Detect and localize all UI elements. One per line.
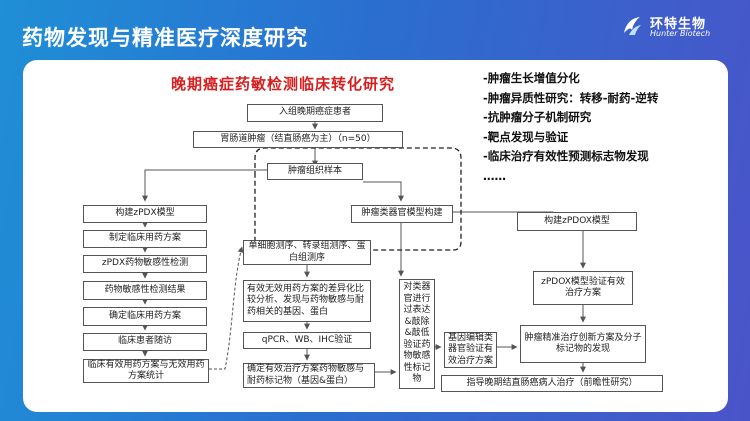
confirm-plan-box: 确定临床用药方案 xyxy=(83,307,207,326)
diagram-title: 晚期癌症药敏检测临床转化研究 xyxy=(170,75,395,93)
pdox-build-box: 构建zPDOX模型 xyxy=(517,212,637,231)
pdox-verify-box: zPDOX模型验证有效治疗方案 xyxy=(533,271,633,305)
diff-analysis-box: 有效无效用药方案的差异化比较分析、发现与药物敏感与耐药相关的基因、蛋白 xyxy=(243,280,371,322)
pdx-plan-box: 制定临床用药方案 xyxy=(83,230,207,248)
header-title: 药物发现与精准医疗深度研究 xyxy=(22,26,308,50)
pdx-build-box: 构建zPDX模型 xyxy=(83,205,207,223)
guide-box: 指导晚期结直肠癌病人治疗（前瞻性研究） xyxy=(441,375,663,392)
enroll-box: 入组晚期癌症患者 xyxy=(247,104,383,122)
logo-en-text: Hunter Biotech xyxy=(650,29,711,38)
logo-cn-text: 环特生物 xyxy=(650,17,707,32)
tissue-sample-box: 肿瘤组织样本 xyxy=(267,163,363,180)
content-card: 晚期癌症药敏检测临床转化研究 -肿瘤生长增值分化 -肿瘤异质性研究：转移-耐药-… xyxy=(23,60,728,412)
new-plan-box: 肿瘤精准治疗创新方案及分子标记物的发现 xyxy=(520,325,646,363)
hunter-logo-icon xyxy=(624,17,641,35)
organoid-build-box: 肿瘤类器官模型构建 xyxy=(351,205,453,223)
followup-box: 临床患者随访 xyxy=(83,333,207,351)
dashed-group-border xyxy=(254,147,462,251)
bullet-item: -靶点发现与验证 xyxy=(483,129,569,144)
bullet-item: -肿瘤异质性研究：转移-耐药-逆转 xyxy=(483,90,659,105)
gi-tumor-box: 胃肠道肿瘤（结直肠癌为主）（n=50） xyxy=(193,131,403,148)
sequencing-box: 单细胞测序、转录组测序、蛋白组测序 xyxy=(243,240,371,265)
research-bullet-list: -肿瘤生长增值分化 -肿瘤异质性研究：转移-耐药-逆转 -抗肿瘤分子机制研究 -… xyxy=(483,69,658,186)
brand-logo: 环特生物 Hunter Biotech xyxy=(620,10,735,40)
bullet-item: -抗肿瘤分子机制研究 xyxy=(483,110,592,124)
pdx-test-box: zPDX药物敏感性检测 xyxy=(83,255,207,273)
bullet-item: …… xyxy=(483,168,506,183)
bullet-item: -临床治疗有效性预测标志物发现 xyxy=(483,149,649,163)
markers-box: 确定有效治疗方案药物敏感与耐药标记物（基因&蛋白） xyxy=(243,363,375,388)
pdx-result-box: 药物敏感性检测结果 xyxy=(83,281,207,300)
bullet-item: -肿瘤生长增值分化 xyxy=(483,71,580,85)
organoid-verify-box: 对类器官进行过表达&敲除&敲低验证药物敏感性标记物 xyxy=(399,279,435,389)
effective-stats-box: 临床有效用药方案与无效用药方案统计 xyxy=(83,359,209,383)
validation-box: qPCR、WB、IHC验证 xyxy=(243,332,371,349)
gene-edit-box: 基因编辑类器官验证有效治疗方案 xyxy=(444,332,497,368)
